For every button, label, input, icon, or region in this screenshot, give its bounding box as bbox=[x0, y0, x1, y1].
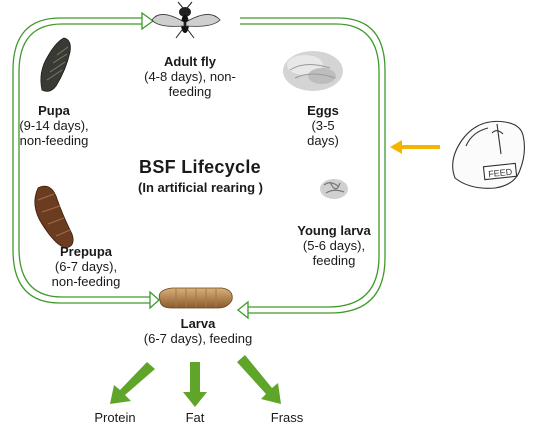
prepupa-name: Prepupa bbox=[59, 244, 112, 259]
eggs-detail-1: (3-5 bbox=[311, 118, 335, 133]
output-arrow-frass bbox=[237, 355, 281, 404]
cycle-arrowhead-to-fly bbox=[141, 11, 155, 31]
larva-detail-1: (6-7 days), feeding bbox=[143, 331, 253, 346]
diagram-title: BSF Lifecycle bbox=[139, 157, 261, 177]
eggs-name: Eggs bbox=[307, 103, 339, 118]
adult-fly-name: Adult fly bbox=[164, 54, 216, 69]
young-larva-name: Young larva bbox=[297, 223, 371, 238]
output-fat-label: Fat bbox=[185, 410, 205, 425]
cycle-arrowhead-to-larva bbox=[149, 290, 160, 310]
output-protein-label: Protein bbox=[94, 410, 136, 425]
prepupa-detail-2: non-feeding bbox=[51, 274, 121, 289]
cycle-arrow-top-left bbox=[12, 17, 150, 304]
larva-icon bbox=[158, 287, 233, 309]
adult-fly-detail-1: (4-8 days), non- bbox=[144, 69, 236, 84]
eggs-icon bbox=[283, 51, 343, 91]
output-frass-label: Frass bbox=[270, 410, 304, 425]
larva-label: Larva (6-7 days), feeding bbox=[123, 316, 273, 346]
pupa-detail-2: non-feeding bbox=[19, 133, 89, 148]
eggs-detail-2: days) bbox=[307, 133, 339, 148]
young-larva-label: Young larva (5-6 days), feeding bbox=[286, 223, 382, 268]
eggs-label: Eggs (3-5 days) bbox=[290, 103, 356, 148]
young-larva-detail-1: (5-6 days), bbox=[302, 238, 366, 253]
prepupa-label: Prepupa (6-7 days), non-feeding bbox=[36, 244, 136, 289]
diagram-subtitle: (In artificial rearing ) bbox=[138, 180, 263, 195]
pupa-icon bbox=[40, 37, 71, 92]
young-larva-detail-2: feeding bbox=[312, 253, 356, 268]
cycle-arrowhead-to-larva-right bbox=[236, 300, 249, 320]
adult-fly-icon bbox=[151, 1, 221, 39]
output-arrow-protein bbox=[110, 362, 155, 404]
feed-arrow bbox=[390, 140, 440, 154]
cycle-arrow-right bbox=[240, 17, 386, 314]
prepupa-detail-1: (6-7 days), bbox=[54, 259, 118, 274]
pupa-label: Pupa (9-14 days), non-feeding bbox=[4, 103, 104, 148]
adult-fly-detail-2: feeding bbox=[168, 84, 212, 99]
output-arrow-fat bbox=[183, 362, 207, 407]
feed-bag-label: FEED bbox=[488, 167, 513, 180]
pupa-name: Pupa bbox=[38, 103, 70, 118]
larva-name: Larva bbox=[180, 316, 216, 331]
pupa-detail-1: (9-14 days), bbox=[19, 118, 89, 133]
feed-bag-icon bbox=[452, 120, 526, 189]
young-larva-icon bbox=[320, 179, 348, 199]
prepupa-icon bbox=[34, 185, 74, 249]
adult-fly-label: Adult fly (4-8 days), non- feeding bbox=[130, 54, 250, 99]
